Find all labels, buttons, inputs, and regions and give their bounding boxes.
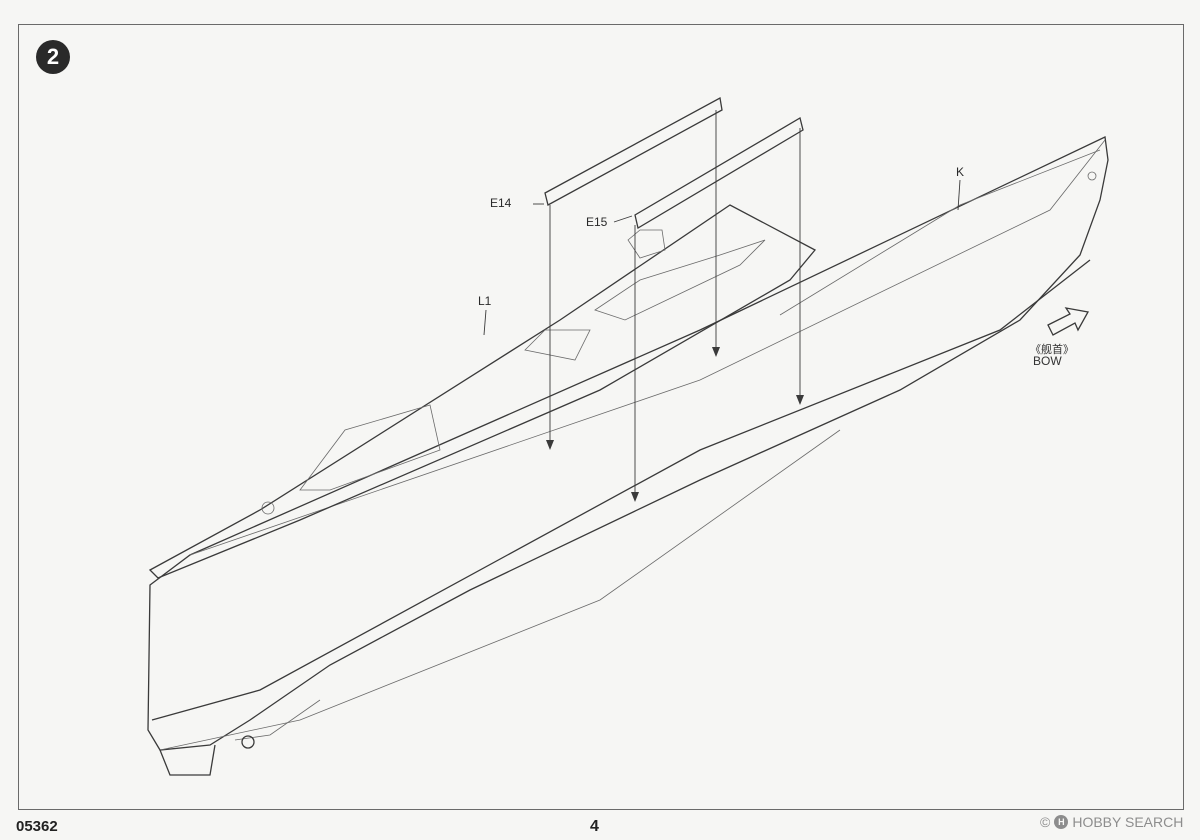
deck-superstructure: [627, 229, 666, 259]
hull-deck-edge: [189, 139, 1106, 556]
deck-hatch-fwd: [594, 239, 766, 321]
part-label-l1: L1: [478, 294, 492, 308]
page-frame: [18, 24, 1184, 810]
deck-part-l1: [148, 204, 817, 579]
hobby-search-logo-icon: H: [1054, 815, 1069, 829]
hull-waterline: [159, 429, 841, 751]
hull: [147, 136, 1109, 776]
deck-hatch-aft: [299, 404, 441, 491]
propeller: [241, 735, 255, 749]
rail-part-e15: [634, 116, 804, 230]
rail-part-k: [779, 149, 1101, 316]
model-code: 05362: [16, 818, 58, 835]
deck-hatch-mid: [524, 329, 591, 361]
deck-outline: [148, 204, 817, 579]
step-number-badge: 2: [36, 40, 70, 74]
part-label-k: K: [956, 165, 965, 179]
anchor-hawse: [1087, 171, 1097, 181]
hull-sheer-line: [151, 259, 1091, 721]
deck-fitting: [261, 501, 275, 515]
keel: [159, 744, 216, 776]
bow-direction-arrow: [1047, 307, 1090, 336]
bow-label: BOW: [1033, 354, 1062, 368]
bow-label-chinese: 《舰首》: [1030, 343, 1074, 356]
part-label-e14: E14: [490, 196, 512, 210]
assembly-guides: [483, 110, 961, 502]
watermark: © H HOBBY SEARCH: [1040, 814, 1183, 830]
propeller-shaft: [234, 699, 321, 741]
part-label-e15: E15: [586, 215, 608, 229]
page-number: 4: [590, 818, 599, 835]
watermark-text: HOBBY SEARCH: [1072, 814, 1184, 830]
copyright-symbol: ©: [1040, 814, 1051, 830]
rail-part-e14: [544, 96, 723, 206]
hull-outline: [147, 136, 1109, 751]
